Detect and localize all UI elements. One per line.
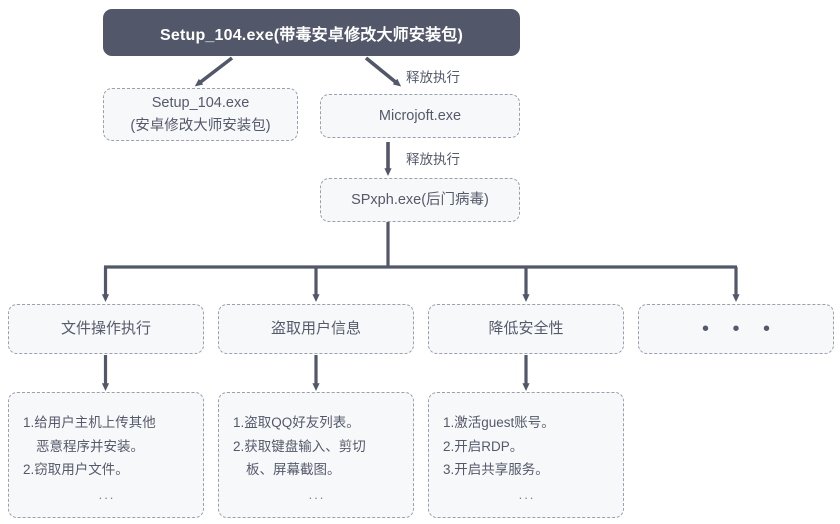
node-category-steal-user-info[interactable]: 盗取用户信息: [218, 304, 414, 354]
detail-ellipsis: ...: [308, 486, 326, 502]
detail-ellipsis: ...: [98, 486, 116, 502]
edge-root-to-installer: [194, 56, 234, 87]
edge-label-drop-exec-2: 释放执行: [406, 152, 460, 167]
node-category-more[interactable]: • • •: [638, 304, 834, 354]
detail-line: 2.获取键盘输入、剪切: [233, 438, 366, 454]
detail-ellipsis: ...: [518, 486, 536, 502]
node-dropped-installer-line1: Setup_104.exe: [151, 95, 250, 112]
node-category-lower-security[interactable]: 降低安全性: [428, 304, 624, 354]
detail-line: 1.盗取QQ好友列表。: [233, 415, 360, 430]
node-category-file-operations-label: 文件操作执行: [60, 320, 151, 338]
detail-line: 2.窃取用户文件。: [23, 462, 129, 478]
node-category-more-label: • • •: [701, 318, 780, 340]
node-dropped-installer[interactable]: Setup_104.exe (安卓修改大师安装包): [103, 88, 298, 141]
node-root-installer-label: Setup_104.exe(带毒安卓修改大师安装包): [159, 26, 464, 44]
node-microjoft-exe[interactable]: Microjoft.exe: [320, 94, 520, 138]
detail-line: 板、屏幕截图。: [246, 462, 341, 478]
detail-line: 2.开启RDP。: [443, 438, 524, 454]
node-spxph-backdoor-label: SPxph.exe(后门病毒): [351, 191, 489, 208]
detail-line: 恶意程序并安装。: [36, 438, 144, 454]
detail-line: 1.给用户主机上传其他: [23, 415, 156, 430]
detail-line: 1.激活guest账号。: [443, 415, 555, 430]
node-details-lower-security[interactable]: 1.激活guest账号。 2.开启RDP。 3.开启共享服务。 ...: [428, 392, 624, 518]
edge-label-drop-exec-1: 释放执行: [406, 70, 460, 85]
node-details-steal-user-info[interactable]: 1.盗取QQ好友列表。 2.获取键盘输入、剪切 板、屏幕截图。 ...: [218, 392, 414, 518]
node-root-installer[interactable]: Setup_104.exe(带毒安卓修改大师安装包): [103, 9, 520, 56]
edge-root-to-microjoft: [364, 56, 402, 87]
node-category-steal-user-info-label: 盗取用户信息: [270, 320, 361, 338]
node-category-file-operations[interactable]: 文件操作执行: [8, 304, 204, 354]
node-spxph-backdoor[interactable]: SPxph.exe(后门病毒): [320, 178, 520, 222]
node-dropped-installer-line2: (安卓修改大师安装包): [130, 117, 271, 134]
node-details-file-operations[interactable]: 1.给用户主机上传其他 恶意程序并安装。 2.窃取用户文件。 ...: [8, 392, 204, 518]
node-category-lower-security-label: 降低安全性: [488, 320, 564, 338]
node-microjoft-exe-label: Microjoft.exe: [378, 107, 462, 124]
detail-line: 3.开启共享服务。: [443, 462, 549, 478]
